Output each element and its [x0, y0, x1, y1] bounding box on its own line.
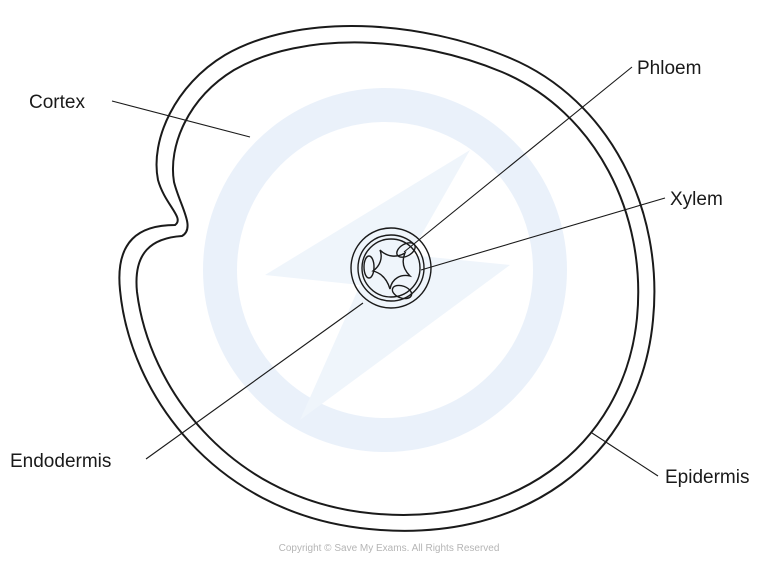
cortex-label: Cortex [29, 92, 85, 113]
copyright-notice: Copyright © Save My Exams. All Rights Re… [279, 543, 500, 554]
watermark-logo [220, 105, 550, 435]
phloem-leader-line [404, 67, 632, 252]
xylem-label: Xylem [670, 189, 723, 210]
epidermis-label: Epidermis [665, 467, 749, 488]
phloem-label: Phloem [637, 58, 701, 79]
epidermis-leader-line [592, 433, 658, 476]
endodermis-label: Endodermis [10, 451, 111, 472]
